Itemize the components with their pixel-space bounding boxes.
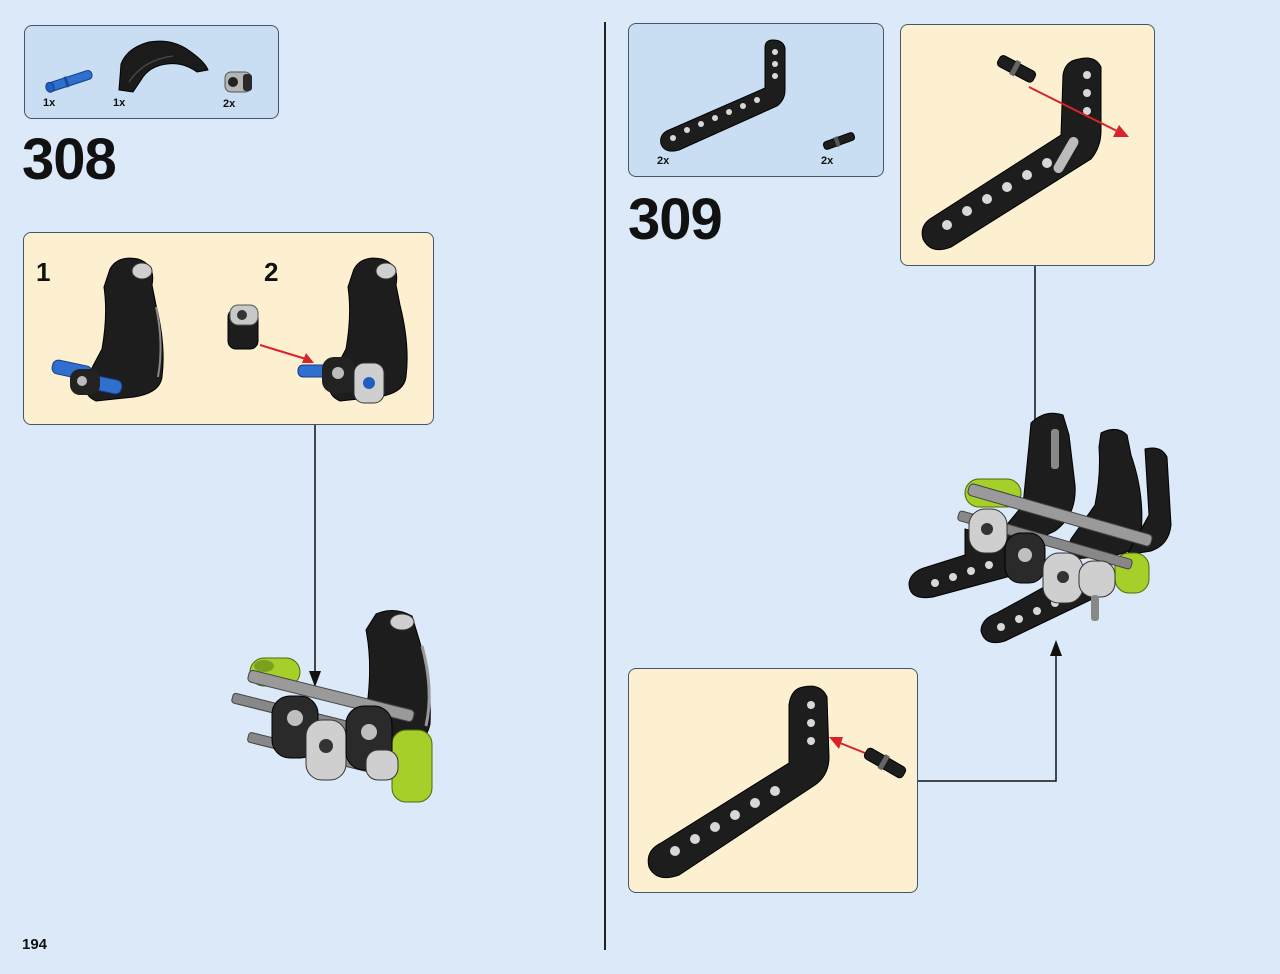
red-insertion-arrow-308	[259, 344, 314, 363]
page-divider	[604, 22, 606, 950]
blue-axle-pin-icon	[45, 69, 93, 93]
subassembly-panel-309-bottom	[628, 668, 918, 893]
seat-with-blue-pin-illustration	[51, 257, 164, 402]
gray-connector-part-illustration	[227, 304, 259, 350]
beam-with-pin-top-illustration	[921, 55, 1129, 251]
subassembly-panel-308: 1 2	[23, 232, 434, 425]
substep-2-label: 2	[264, 257, 279, 287]
parts-list-309: 2x 2x	[628, 23, 884, 177]
black-panel-icon	[118, 40, 209, 93]
step-309-result-model	[908, 412, 1172, 644]
black-pin-icon	[822, 132, 856, 150]
qty-bent-beam: 2x	[657, 155, 670, 167]
assembly-arrow-309-bottom	[918, 640, 1062, 782]
qty-black-pin: 2x	[821, 155, 834, 167]
qty-black-panel: 1x	[113, 97, 126, 109]
qty-blue-axle-pin: 1x	[43, 97, 56, 109]
step-308-result-model	[231, 610, 433, 803]
substep-1-label: 1	[36, 257, 51, 287]
parts-list-308: 1x 1x 2x	[24, 25, 279, 119]
qty-gray-connector: 2x	[223, 98, 236, 110]
beam-with-pin-bottom-illustration	[647, 685, 907, 879]
gray-connector-icon	[224, 71, 252, 93]
page-number: 194	[22, 936, 48, 953]
seat-assembly-illustration	[297, 257, 408, 404]
step-number-309: 309	[628, 187, 723, 252]
assembly-arrow-308	[309, 425, 321, 687]
bent-beam-icon	[660, 39, 786, 152]
subassembly-panel-309-top	[900, 24, 1155, 266]
step-number-308: 308	[22, 127, 117, 192]
